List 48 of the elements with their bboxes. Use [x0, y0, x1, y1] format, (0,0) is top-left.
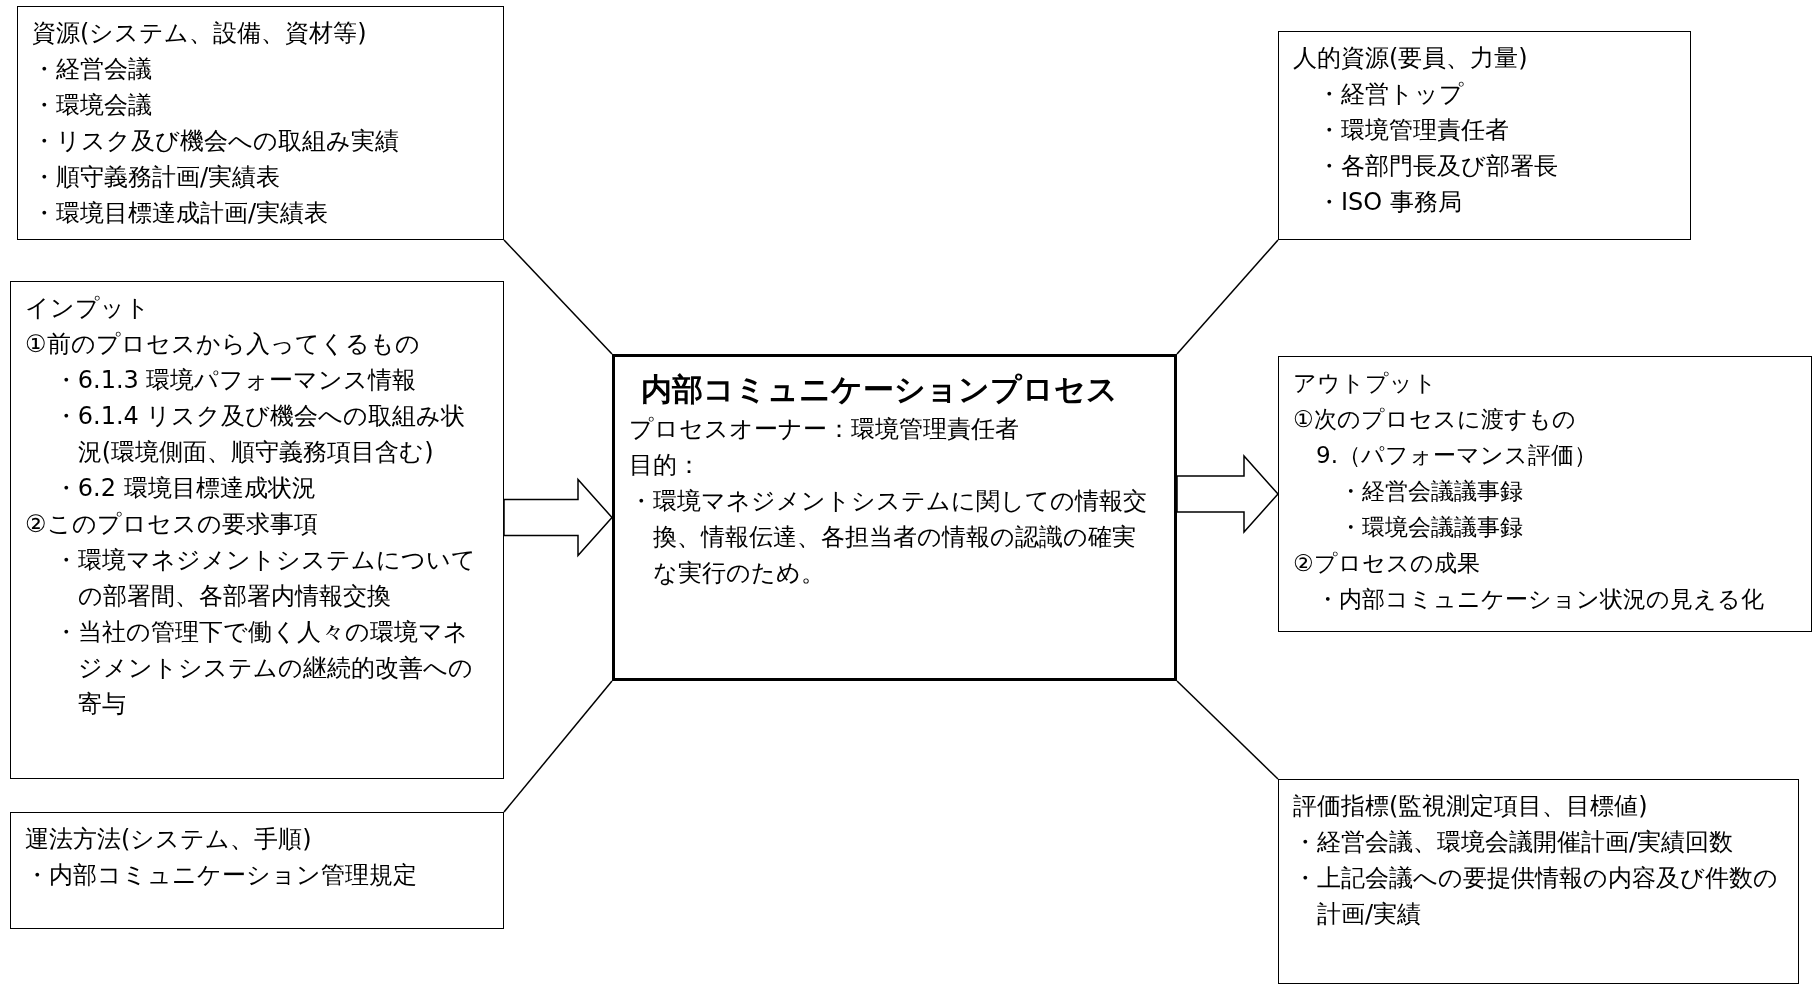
box-text: ・内部コミュニケーション状況の見える化: [1315, 585, 1765, 614]
box-text: インプット: [25, 293, 151, 324]
box-text: ・環境マネジメントシステムに関しての情報交換、情報伝達、各担当者の情報の認識の確実な実行のため。: [629, 486, 1148, 589]
box-text: ②このプロセスの要求事項: [25, 509, 319, 540]
box-text: ・各部門長及び部署長: [1316, 151, 1559, 182]
box-text: ・内部コミュニケーション管理規定: [25, 860, 418, 891]
box-text: ・環境会議議事録: [1338, 513, 1524, 542]
connector-line: [503, 239, 613, 355]
info-box: [17, 6, 504, 240]
box-text: ・リスク及び機会への取組み実績: [32, 126, 400, 157]
box-text: ・経営会議、環境会議開催計画/実績回数: [1293, 827, 1735, 858]
info-box: [1278, 779, 1799, 984]
info-box: [10, 281, 504, 779]
box-text: ・環境管理責任者: [1316, 115, 1510, 146]
box-text: ・6.1.4 リスク及び機会への取組み状況(環境側面、順守義務項目含む): [52, 401, 467, 468]
box-text: ・順守義務計画/実績表: [32, 162, 282, 193]
box-text: 評価指標(監視測定項目、目標値): [1293, 791, 1649, 822]
box-text: ・環境会議: [32, 90, 153, 121]
box-text: 目的：: [629, 450, 702, 481]
box-text: 資源(システム、設備、資材等): [32, 18, 368, 49]
process-title: 内部コミュニケーションプロセス: [639, 370, 1119, 409]
hollow-arrow: [503, 477, 613, 558]
box-text: ・経営会議: [32, 54, 153, 85]
box-text: アウトプット: [1293, 369, 1438, 398]
box-text: ・6.2 環境目標達成状況: [52, 473, 317, 504]
box-text: 9.（パフォーマンス評価）: [1315, 441, 1598, 470]
info-box: [1278, 356, 1812, 632]
process-box: [612, 354, 1177, 681]
box-text: ・環境目標達成計画/実績表: [32, 198, 330, 229]
box-text: 運法方法(システム、手順): [25, 824, 313, 855]
box-text: 人的資源(要員、力量): [1293, 43, 1529, 74]
hollow-arrow: [1176, 454, 1279, 534]
box-text: ・ISO 事務局: [1316, 187, 1463, 218]
box-text: プロセスオーナー：環境管理責任者: [629, 414, 1020, 445]
box-text: ①次のプロセスに渡すもの: [1293, 405, 1577, 434]
connector-line: [503, 680, 613, 813]
connector-line: [1176, 239, 1279, 355]
box-text: ・経営トップ: [1316, 79, 1465, 110]
box-text: ・経営会議議事録: [1338, 477, 1524, 506]
info-box: [10, 812, 504, 929]
info-box: [1278, 31, 1691, 240]
box-text: ・上記会議への要提供情報の内容及び件数の計画/実績: [1293, 863, 1779, 930]
box-text: ②プロセスの成果: [1293, 549, 1481, 578]
box-text: ①前のプロセスから入ってくるもの: [25, 329, 421, 360]
box-text: ・環境マネジメントシステムについての部署間、各部署内情報交換: [52, 545, 477, 612]
box-text: ・6.1.3 環境パフォーマンス情報: [52, 365, 418, 396]
box-text: ・当社の管理下で働く人々の環境マネジメントシステムの継続的改善への寄与: [52, 617, 474, 720]
connector-line: [1176, 680, 1279, 780]
